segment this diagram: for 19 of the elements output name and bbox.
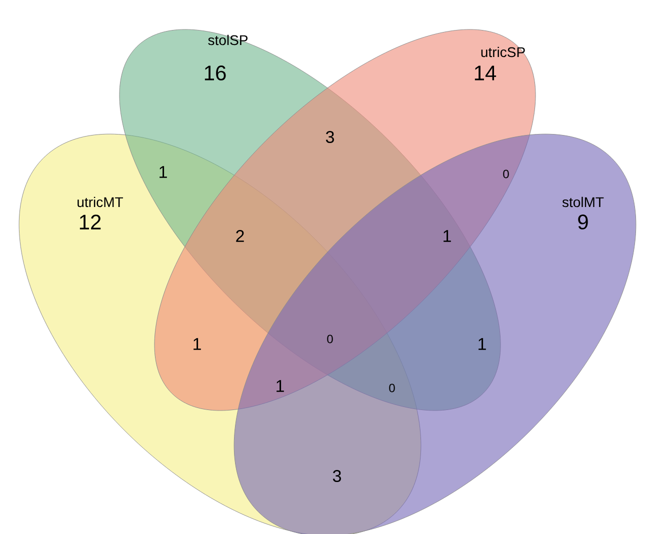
set-label: utricSP [481,46,525,58]
region-count: 1 [478,338,486,350]
region-count: 0 [389,384,395,392]
region-count: 3 [326,130,334,143]
region-count: 1 [194,338,201,350]
set-count: 12 [80,214,101,230]
set-count: 16 [204,66,226,80]
region-count: 1 [444,230,451,242]
region-count: 1 [160,166,167,178]
set-label: stolMT [562,196,604,208]
region-count: 0 [327,334,333,344]
region-count: 1 [276,380,284,392]
region-count: 2 [236,230,244,242]
set-label: stolSP [208,34,248,46]
set-count: 14 [474,66,496,80]
set-count: 9 [578,214,588,230]
set-label: utricMT [78,196,124,208]
region-count: 3 [332,470,341,482]
region-count: 0 [503,170,509,178]
